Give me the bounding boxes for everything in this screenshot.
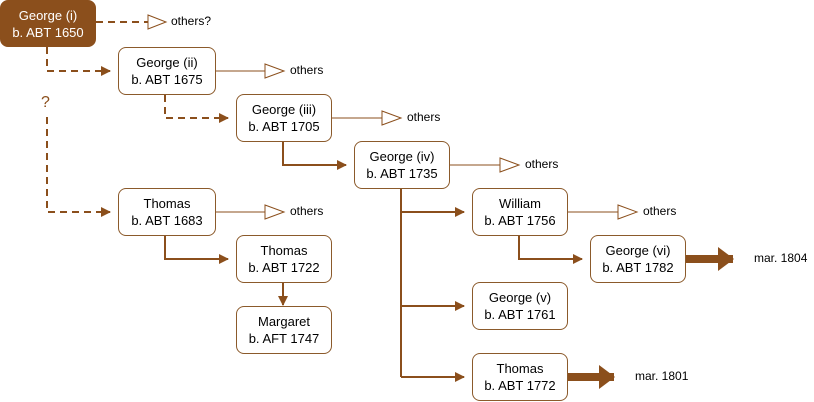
person-george-v[interactable]: George (v) b. ABT 1761 (472, 282, 568, 330)
edge-william-george-vi (518, 236, 583, 264)
edge-george-iv-others (450, 157, 521, 173)
person-name: Thomas (260, 243, 308, 258)
person-george-iii[interactable]: George (iii) b. ABT 1705 (236, 94, 332, 142)
person-birth: b. ABT 1735 (366, 166, 438, 181)
person-birth: b. ABT 1683 (131, 213, 203, 228)
others-label-george-iii: others (407, 110, 441, 124)
person-name: Thomas (496, 361, 544, 376)
person-birth: b. ABT 1722 (248, 260, 320, 275)
person-birth: b. ABT 1756 (484, 213, 556, 228)
edge-george-i-george-ii (46, 47, 111, 76)
person-thomas-1772[interactable]: Thomas b. ABT 1772 (472, 353, 568, 401)
edge-george-i-others (96, 14, 168, 30)
person-name: Thomas (143, 196, 191, 211)
marriage-label-george-vi: mar. 1804 (754, 251, 808, 265)
person-birth: b. AFT 1747 (248, 331, 320, 346)
unknown-parent-label: ? (41, 94, 50, 111)
edge-george-iii-others (332, 110, 403, 126)
person-birth: b. ABT 1650 (12, 24, 84, 40)
person-name: William (499, 196, 541, 211)
edge-george-ii-others (216, 63, 286, 79)
others-label-william: others (643, 204, 677, 218)
edge-george-ii-george-iii (164, 95, 229, 123)
person-margaret[interactable]: Margaret b. AFT 1747 (236, 306, 332, 354)
edge-william-others (568, 204, 639, 220)
person-birth: b. ABT 1675 (131, 72, 203, 87)
person-name: George (vi) (605, 243, 671, 258)
edge-thomas-1683-others (216, 204, 286, 220)
person-name: George (v) (488, 290, 552, 305)
person-name: George (iv) (369, 149, 435, 164)
edge-george-iv-children (400, 189, 465, 382)
person-name: George (i) (18, 7, 78, 23)
person-george-iv[interactable]: George (iv) b. ABT 1735 (354, 141, 450, 189)
person-thomas-1722[interactable]: Thomas b. ABT 1722 (236, 235, 332, 283)
person-birth: b. ABT 1772 (484, 378, 556, 393)
person-name: George (iii) (251, 102, 317, 117)
edge-unknown-thomas-1683 (46, 117, 111, 217)
person-birth: b. ABT 1705 (248, 119, 320, 134)
others-label-george-ii: others (290, 63, 324, 77)
person-birth: b. ABT 1761 (484, 307, 556, 322)
marriage-label-thomas-1772: mar. 1801 (635, 369, 689, 383)
others-uncertain-label: others? (171, 14, 212, 28)
person-william[interactable]: William b. ABT 1756 (472, 188, 568, 236)
person-birth: b. ABT 1782 (602, 260, 674, 275)
person-name: George (ii) (136, 55, 198, 70)
edge-thomas-1683-thomas-1722 (164, 236, 229, 264)
edge-george-iii-george-iv (282, 142, 347, 170)
person-george-ii[interactable]: George (ii) b. ABT 1675 (118, 47, 216, 95)
person-name: Margaret (257, 314, 311, 329)
person-thomas-1683[interactable]: Thomas b. ABT 1683 (118, 188, 216, 236)
person-george-i[interactable]: George (i) b. ABT 1650 (0, 0, 96, 47)
others-label-thomas-1683: others (290, 204, 324, 218)
others-label-george-iv: others (525, 157, 559, 171)
person-george-vi[interactable]: George (vi) b. ABT 1782 (590, 235, 686, 283)
